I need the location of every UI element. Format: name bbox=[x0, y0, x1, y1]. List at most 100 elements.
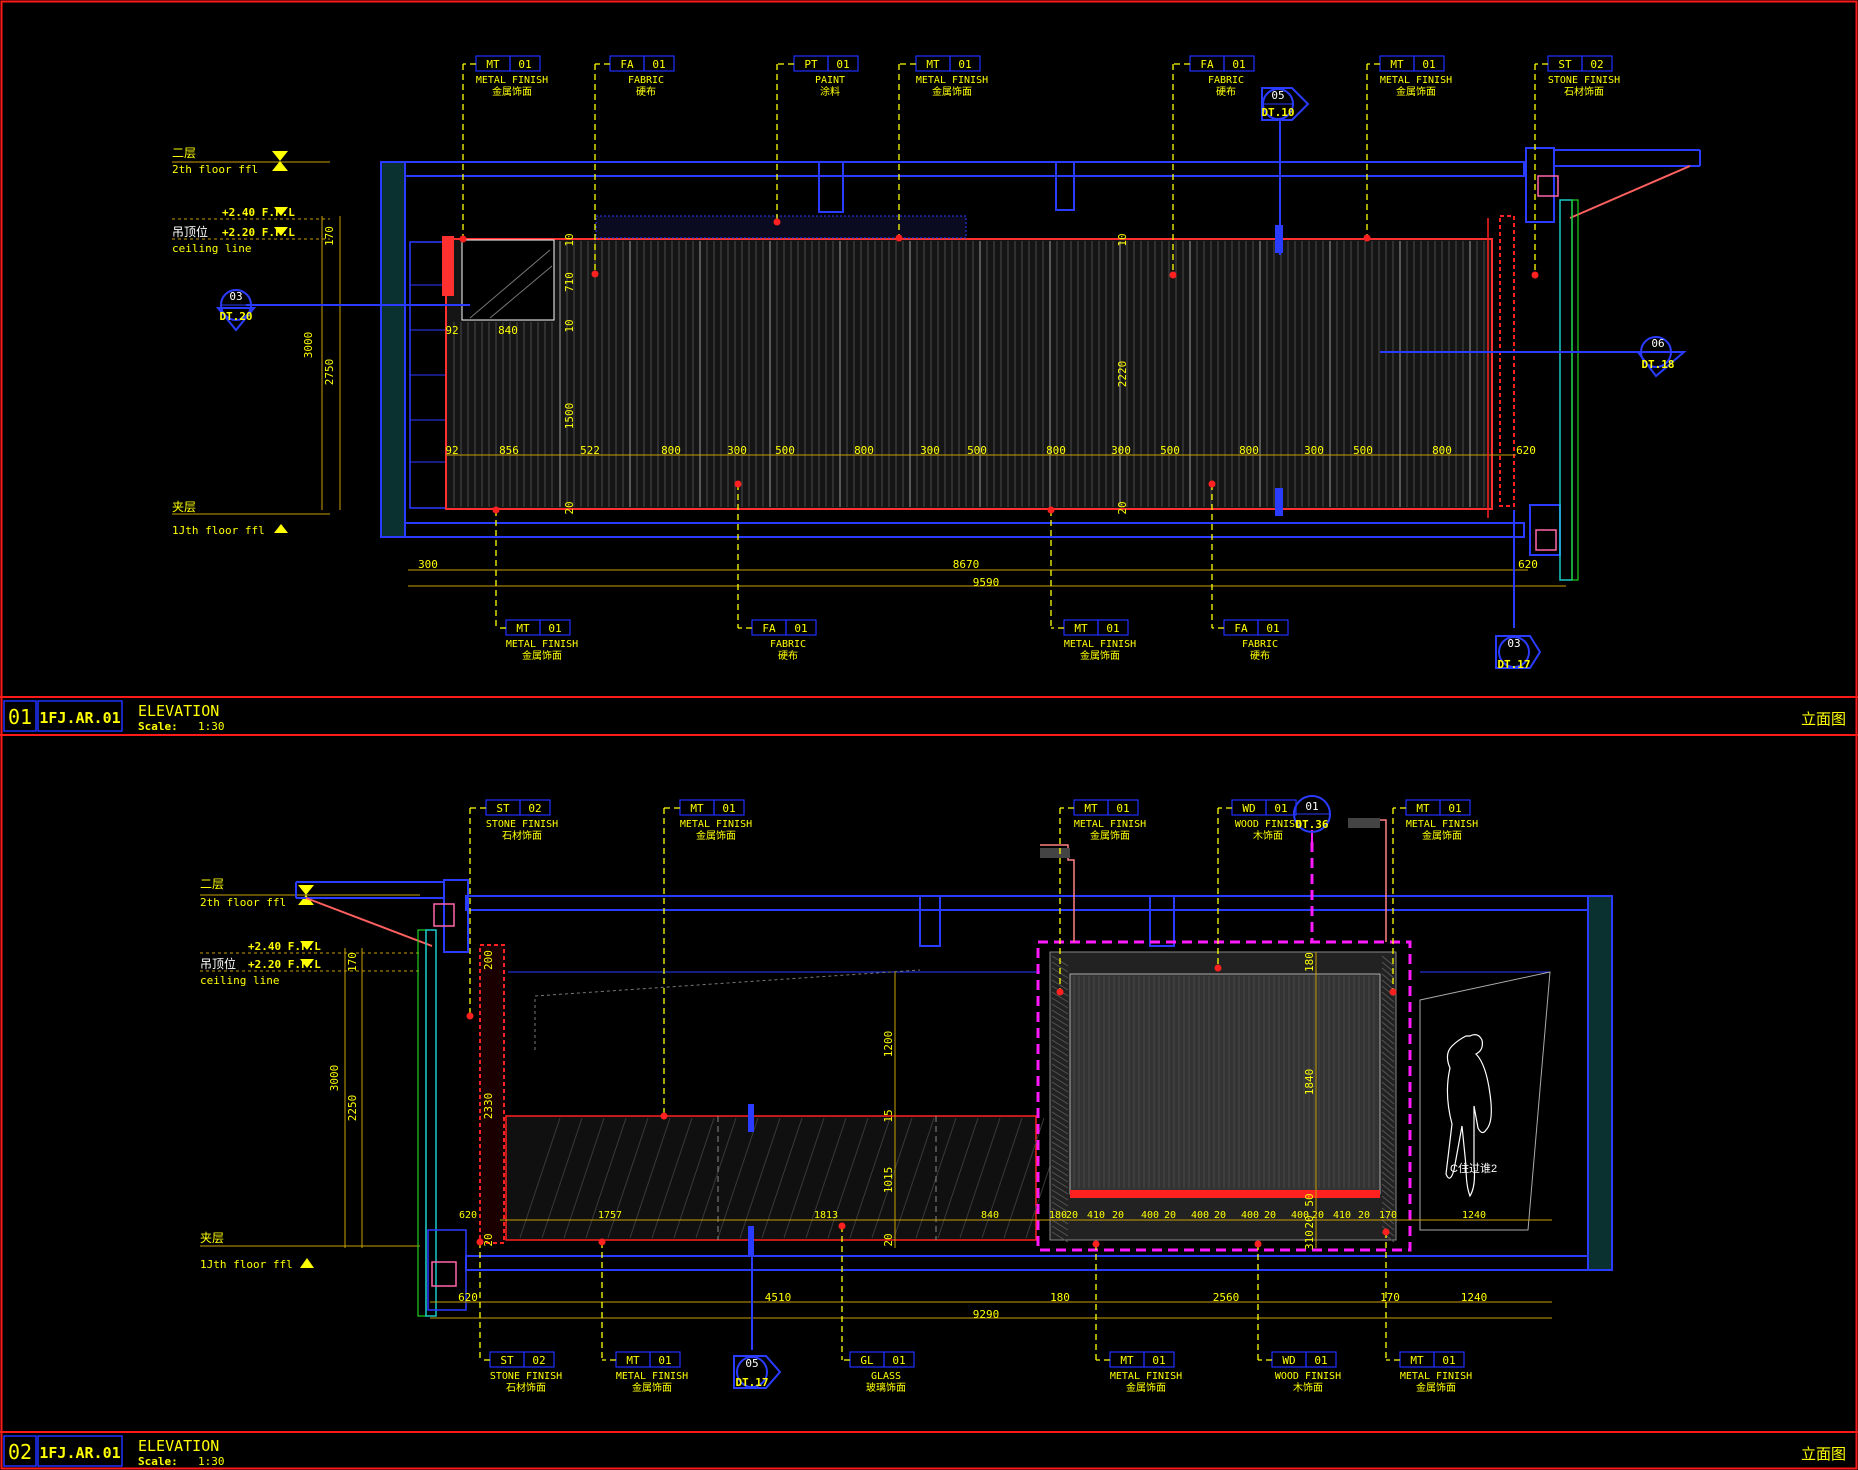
section-callouts: 05 DT.10 03 DT.20 06 DT.18 bbox=[215, 87, 1687, 671]
hatch-line bbox=[1051, 1147, 1069, 1159]
hatch-line bbox=[1051, 1099, 1069, 1111]
beam-drop bbox=[1055, 161, 1075, 211]
tag-en: METAL FINISH bbox=[1110, 1371, 1182, 1382]
level-second-floor-en: 2th floor ffl bbox=[172, 163, 258, 176]
callout-03-left: 03 DT.20 bbox=[215, 289, 470, 332]
hatch-line bbox=[1381, 1015, 1395, 1027]
dim-value: 620 bbox=[1518, 558, 1538, 571]
tag-code: MT bbox=[1074, 622, 1088, 635]
leader-dot-icon bbox=[476, 1238, 484, 1246]
dim-value: 620 bbox=[459, 1210, 477, 1221]
callout-ref: DT.17 bbox=[735, 1376, 768, 1389]
dim-value: 3000 bbox=[302, 332, 315, 359]
tag-cn: 金属饰面 bbox=[522, 649, 562, 662]
hatch-line bbox=[1381, 1111, 1395, 1123]
dim-value: 2220 bbox=[1116, 361, 1129, 388]
hatch-line bbox=[1051, 1219, 1069, 1231]
hatch-line bbox=[1381, 1129, 1395, 1141]
hatch-line bbox=[1051, 1213, 1069, 1225]
canopy-brace bbox=[1569, 165, 1691, 219]
tag-en: WOOD FINISH bbox=[1235, 819, 1301, 830]
tag-num-box bbox=[539, 619, 571, 636]
callout-ref: DT.36 bbox=[1295, 818, 1328, 831]
glass-panel bbox=[505, 1115, 1037, 1241]
tag-en: METAL FINISH bbox=[1400, 1371, 1472, 1382]
hatch-line bbox=[871, 1117, 913, 1239]
hatch-line bbox=[805, 1117, 847, 1239]
level-ceiling-cn: 吊顶位 bbox=[200, 956, 236, 971]
dim-value: 180 bbox=[1050, 1291, 1070, 1304]
hatch-line bbox=[1381, 1093, 1395, 1105]
tag-num: 01 bbox=[1266, 622, 1279, 635]
tag-cn: 金属饰面 bbox=[1422, 829, 1462, 842]
vertical-dimensions: 170 3000 2750 10 710 10 1500 20 2220 10 … bbox=[302, 216, 1129, 515]
callout-ref: DT.20 bbox=[219, 310, 252, 323]
overall-dimensions: 300 8670 620 9590 bbox=[408, 558, 1566, 589]
tag-en: FABRIC bbox=[770, 639, 806, 650]
dim-value: 20 bbox=[1264, 1210, 1276, 1221]
hatch-line bbox=[1051, 997, 1069, 1009]
tag-num-box bbox=[1413, 55, 1445, 72]
tag-num: 02 bbox=[532, 1354, 545, 1367]
tag-num-box bbox=[1107, 799, 1139, 816]
tag-num: 01 bbox=[1442, 1354, 1455, 1367]
hatch-line bbox=[1051, 1087, 1069, 1099]
hatch-line bbox=[1381, 1009, 1395, 1021]
callout-marker-icon bbox=[215, 307, 257, 332]
hatch-line bbox=[1051, 1129, 1069, 1141]
callout-number: 06 bbox=[1651, 337, 1664, 350]
scale-value: 1:30 bbox=[198, 720, 225, 733]
dim-value: 410 bbox=[1333, 1210, 1351, 1221]
person-outline bbox=[1445, 1034, 1492, 1198]
glass-partition bbox=[479, 944, 1550, 1256]
level-marker-icon bbox=[300, 941, 314, 950]
callout-ref: DT.18 bbox=[1641, 358, 1674, 371]
hatch-line bbox=[1051, 1117, 1069, 1129]
tag-cn: 金属饰面 bbox=[492, 85, 532, 98]
hatch-line bbox=[1051, 1081, 1069, 1093]
dim-value: 2750 bbox=[323, 359, 336, 386]
dim-value: 170 bbox=[1379, 1210, 1397, 1221]
slab-bottom bbox=[380, 522, 1525, 538]
hatch-line bbox=[1051, 979, 1069, 991]
panel-title: ELEVATION bbox=[138, 1437, 219, 1455]
hatch-line bbox=[1381, 1195, 1395, 1207]
tag-num-box bbox=[523, 1351, 555, 1368]
hatch-line bbox=[849, 1117, 891, 1239]
scale-label: Scale: bbox=[138, 1455, 178, 1468]
hatch-line bbox=[1381, 973, 1395, 985]
hatch-line bbox=[541, 1117, 583, 1239]
beam-drop bbox=[919, 895, 941, 947]
tag-en: STONE FINISH bbox=[486, 819, 558, 830]
tag-en: STONE FINISH bbox=[1548, 75, 1620, 86]
hatch-line bbox=[827, 1117, 869, 1239]
level-marker-icon bbox=[300, 1258, 314, 1268]
hatch-line bbox=[1051, 1069, 1069, 1081]
wood-inner-panel bbox=[1069, 973, 1381, 1195]
tag-cn: 石材饰面 bbox=[502, 829, 542, 842]
tag-en: FABRIC bbox=[1208, 75, 1244, 86]
beam-drop bbox=[1149, 895, 1175, 947]
hatch-line bbox=[1381, 1147, 1395, 1159]
dim-value: 20 bbox=[1112, 1210, 1124, 1221]
dim-value: 92 bbox=[445, 324, 458, 337]
hatch-line bbox=[1381, 991, 1395, 1003]
tag-en: STONE FINISH bbox=[490, 1371, 562, 1382]
hatch-line bbox=[1051, 1225, 1069, 1237]
title-block-02: 02 1FJ.AR.01 ELEVATION Scale: 1:30 立面图 bbox=[3, 1435, 1846, 1468]
hatch-line bbox=[1051, 1165, 1069, 1177]
glass-frame bbox=[1571, 199, 1579, 581]
tag-code: PT bbox=[804, 58, 818, 71]
dim-value: 856 bbox=[499, 444, 519, 457]
dim-value: 8670 bbox=[953, 558, 980, 571]
tag-num-box bbox=[1433, 1351, 1465, 1368]
dim-value: 1840 bbox=[1303, 1069, 1316, 1096]
window-opening bbox=[461, 239, 555, 321]
panel-title-cn: 立面图 bbox=[1801, 711, 1846, 728]
